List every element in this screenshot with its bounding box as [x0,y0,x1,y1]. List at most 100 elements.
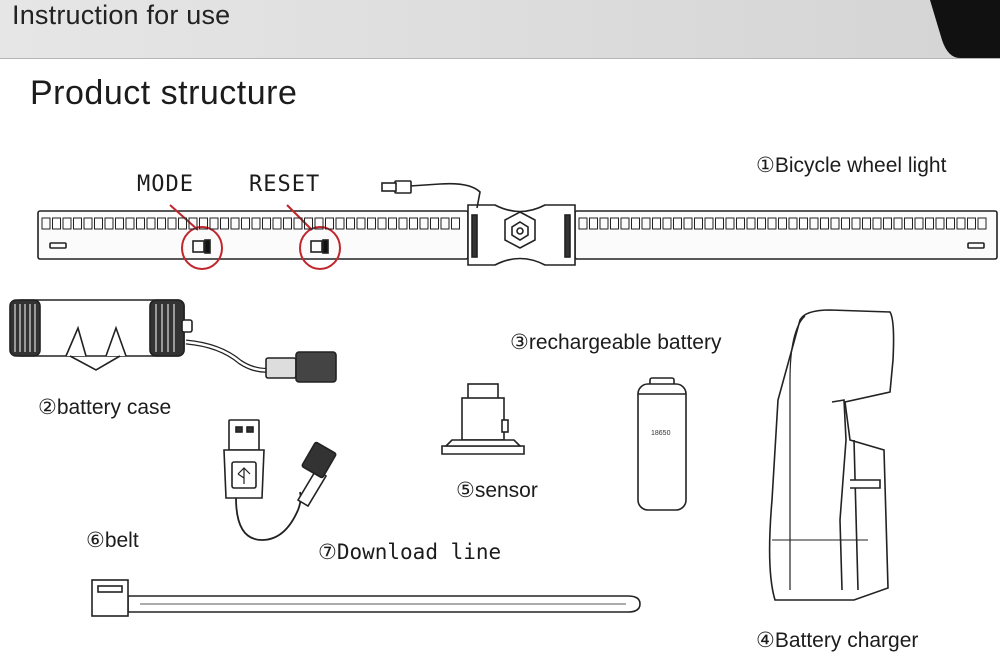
led-cell [283,217,292,230]
led-cell [73,217,82,230]
led-cell [746,217,756,230]
rechargeable-battery-label: rechargeable battery [528,331,722,354]
led-cell [872,217,882,230]
led-cell [83,217,93,230]
led-cell [610,217,619,230]
item-number: ⑥ [86,529,105,552]
download-line-caption: ⑦Download line [318,540,501,565]
led-cell [652,217,661,230]
led-cell [925,217,934,230]
led-cell [935,217,945,230]
led-cell [62,217,72,230]
led-cell [631,217,640,230]
led-cell [641,217,651,230]
item-number: ① [756,154,775,177]
download-line-art [223,419,337,541]
item-number: ③ [510,331,529,354]
led-cell [589,217,598,230]
belt-caption: ⑥belt [86,528,139,553]
led-cell [893,217,903,230]
battery-18650-art [637,377,687,511]
battery-marking: 18650 [651,430,671,437]
led-cell [241,217,250,230]
wheel-light-caption: ①Bicycle wheel light [756,153,946,178]
led-cell [94,217,103,230]
led-cell [367,217,376,230]
sensor-caption: ⑤sensor [456,478,538,503]
sensor-art [441,383,525,455]
led-cell [293,217,303,230]
header-bar: Instruction for use [0,0,1000,59]
led-cell [188,217,198,230]
led-cell [157,217,166,230]
rechargeable-battery-caption: ③rechargeable battery [510,330,721,355]
led-cell [830,217,840,230]
led-cell [388,217,397,230]
led-cell [220,217,229,230]
led-cell [409,217,418,230]
led-cell [125,217,135,230]
led-cell [335,217,345,230]
led-cell [251,217,261,230]
led-cell [767,217,777,230]
led-cell [377,217,387,230]
led-cell [673,217,682,230]
charger-label: Battery charger [774,629,919,652]
led-cell [230,217,240,230]
led-cell [178,217,187,230]
mode-label: MODE [137,172,194,197]
led-cell [430,217,439,230]
led-cell [715,217,724,230]
header-corner-shape [930,0,1000,58]
led-cell [262,217,271,230]
led-cell [325,217,334,230]
charger-art [768,309,895,601]
led-cell [841,217,850,230]
led-cell [304,217,313,230]
led-cell [778,217,787,230]
led-cell [115,217,124,230]
led-cell [820,217,829,230]
sensor-label: sensor [474,479,538,502]
led-cell [209,217,219,230]
led-cell [146,217,156,230]
header-title: Instruction for use [12,0,231,30]
led-cell [862,217,871,230]
item-number: ④ [756,629,775,652]
led-cell [346,217,355,230]
battery-case-label: battery case [56,396,172,419]
belt-art [91,579,641,617]
led-cell [725,217,735,230]
led-cell [167,217,177,230]
led-cell [272,217,282,230]
led-cell [809,217,819,230]
led-cell [904,217,913,230]
led-cell [104,217,114,230]
wheel-light-label: Bicycle wheel light [774,154,947,177]
belt-label: belt [104,529,139,552]
charger-caption: ④Battery charger [756,628,918,653]
led-cell [967,217,976,230]
led-cell [440,217,450,230]
led-cell [946,217,955,230]
led-cell [314,217,324,230]
led-cell [199,217,208,230]
battery-case-caption: ②battery case [38,395,171,420]
download-line-label: Download line [336,540,502,564]
led-cell [704,217,714,230]
led-cell [578,217,588,230]
led-cell [799,217,808,230]
led-cell [52,217,61,230]
led-cell [757,217,766,230]
led-cell [736,217,745,230]
led-cell [419,217,429,230]
item-number: ⑦ [318,541,337,564]
led-cell [851,217,861,230]
page-title: Product structure [30,74,298,112]
led-cell [683,217,693,230]
led-cell [41,217,51,230]
led-cell [956,217,966,230]
led-cell [914,217,924,230]
item-number: ② [38,396,57,419]
led-cell [599,217,609,230]
